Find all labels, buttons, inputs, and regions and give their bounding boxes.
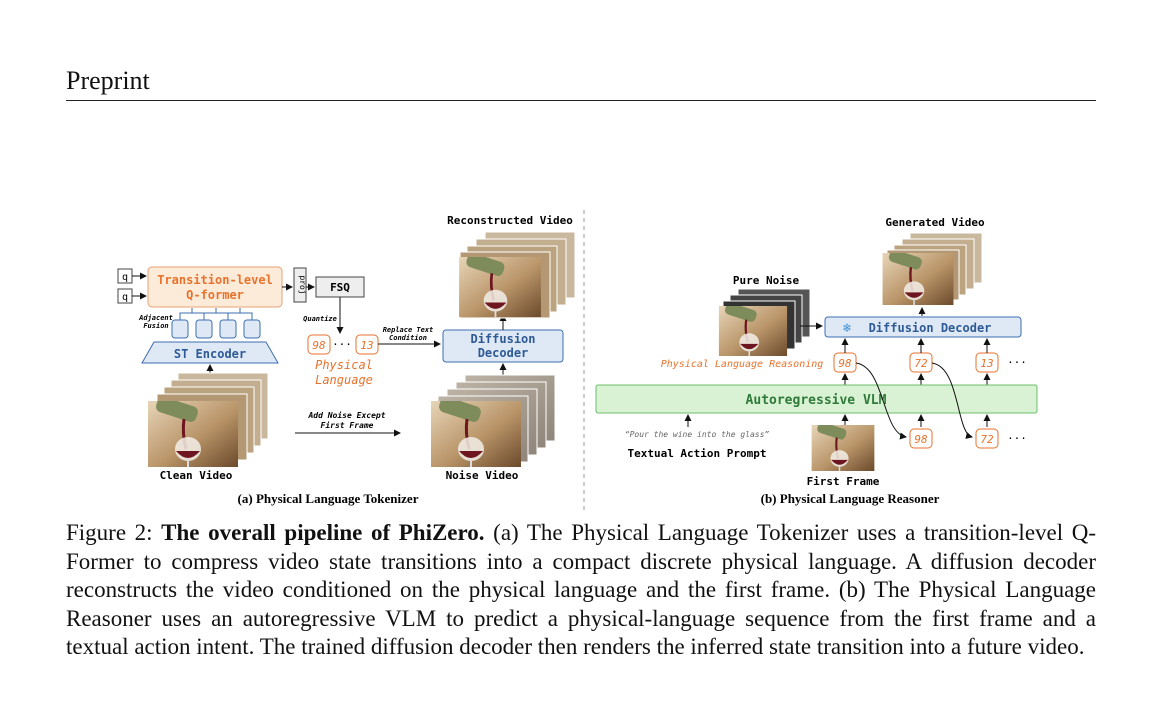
prompt-quote: “Pour the wine into the glass”	[625, 430, 770, 439]
svg-text:···: ···	[1007, 432, 1027, 445]
svg-text:72: 72	[980, 433, 994, 446]
left-panel: q q Transition-level Q-former proj FSQ Q…	[117, 214, 576, 506]
proj-box	[293, 267, 307, 303]
svg-text:Diffusion Decoder: Diffusion Decoder	[869, 321, 992, 335]
running-header: Preprint	[66, 66, 150, 95]
clean-video-stack	[148, 372, 269, 467]
generated-video-stack	[881, 232, 983, 305]
figure-caption: Figure 2: The overall pipeline of PhiZer…	[66, 519, 1096, 662]
bottom-token-98: 98	[909, 428, 933, 449]
right-diffusion-decoder-box	[824, 316, 1022, 338]
header-rule	[66, 100, 1096, 101]
left-subcaption: (a) Physical Language Tokenizer	[238, 491, 419, 506]
fusion-lines	[179, 308, 253, 320]
snowflake-icon: ❄	[842, 321, 851, 336]
svg-text:Replace Text: Replace Text	[383, 326, 434, 334]
svg-text:Fusion: Fusion	[143, 322, 168, 330]
generated-video-label: Generated Video	[885, 216, 985, 229]
noise-video-label: Noise Video	[446, 469, 519, 482]
svg-text:···: ···	[1007, 356, 1027, 369]
autoregressive-vlm-box	[595, 384, 1038, 414]
svg-text:13: 13	[980, 357, 993, 370]
top-token-72: 72	[909, 352, 933, 373]
qformer-label-2: Q-former	[186, 288, 244, 302]
svg-text:Add Noise Except: Add Noise Except	[307, 410, 385, 420]
qformer-label-1: Transition-level	[157, 273, 273, 287]
query-token-1: q	[117, 268, 133, 284]
svg-text:···: ···	[332, 338, 352, 351]
first-frame-label: First Frame	[807, 475, 880, 488]
caption-body: (a) The Physical Language Tokenizer uses…	[66, 520, 1096, 659]
top-token-13: 13	[975, 352, 999, 373]
caption-label: Figure 2:	[66, 520, 153, 545]
physical-language-label-1: Physical	[315, 358, 373, 372]
svg-text:q: q	[122, 292, 128, 303]
svg-text:Diffusion: Diffusion	[470, 332, 535, 346]
physical-token-98: 98	[307, 334, 331, 355]
bottom-token-72: 72	[975, 428, 999, 449]
pure-noise-label: Pure Noise	[733, 274, 800, 287]
svg-text:13: 13	[360, 339, 373, 352]
caption-title: The overall pipeline of PhiZero.	[161, 520, 485, 545]
svg-text:72: 72	[914, 357, 928, 370]
svg-text:Adjacent: Adjacent	[138, 314, 173, 322]
svg-text:98: 98	[838, 357, 852, 370]
svg-text:proj: proj	[298, 275, 307, 294]
svg-text:q: q	[122, 272, 128, 283]
right-subcaption: (b) Physical Language Reasoner	[761, 491, 940, 506]
svg-text:Decoder: Decoder	[478, 346, 529, 360]
svg-text:98: 98	[312, 339, 326, 352]
reconstructed-video-label: Reconstructed Video	[447, 214, 573, 227]
query-token-2: q	[117, 288, 133, 304]
physical-language-label-2: Language	[315, 373, 373, 387]
physical-token-13: 13	[355, 334, 379, 355]
pure-noise-stack	[717, 288, 811, 356]
noise-video-stack	[430, 374, 556, 467]
st-encoder-box	[141, 341, 279, 364]
first-frame-image	[810, 425, 876, 471]
clean-video-label: Clean Video	[160, 469, 233, 482]
right-panel: Generated Video Pure Noise ❄ Diffusion D…	[595, 216, 1038, 506]
svg-text:98: 98	[914, 433, 928, 446]
st-encoder-label: ST Encoder	[174, 347, 246, 361]
reconstructed-video-stack	[457, 231, 576, 319]
pipeline-figure: q q Transition-level Q-former proj FSQ Q…	[117, 210, 1038, 510]
svg-text:Condition: Condition	[389, 334, 427, 342]
textual-action-prompt-label: Textual Action Prompt	[627, 447, 766, 460]
top-token-98: 98	[833, 352, 857, 373]
autoregressive-vlm-label: Autoregressive VLM	[746, 393, 887, 408]
physical-language-reasoning-label: Physical Language Reasoning	[661, 359, 824, 370]
svg-text:FSQ: FSQ	[330, 281, 350, 294]
svg-text:First Frame: First Frame	[321, 420, 374, 430]
encoder-feature-tokens	[171, 319, 261, 339]
quantize-label: Quantize	[303, 315, 337, 323]
